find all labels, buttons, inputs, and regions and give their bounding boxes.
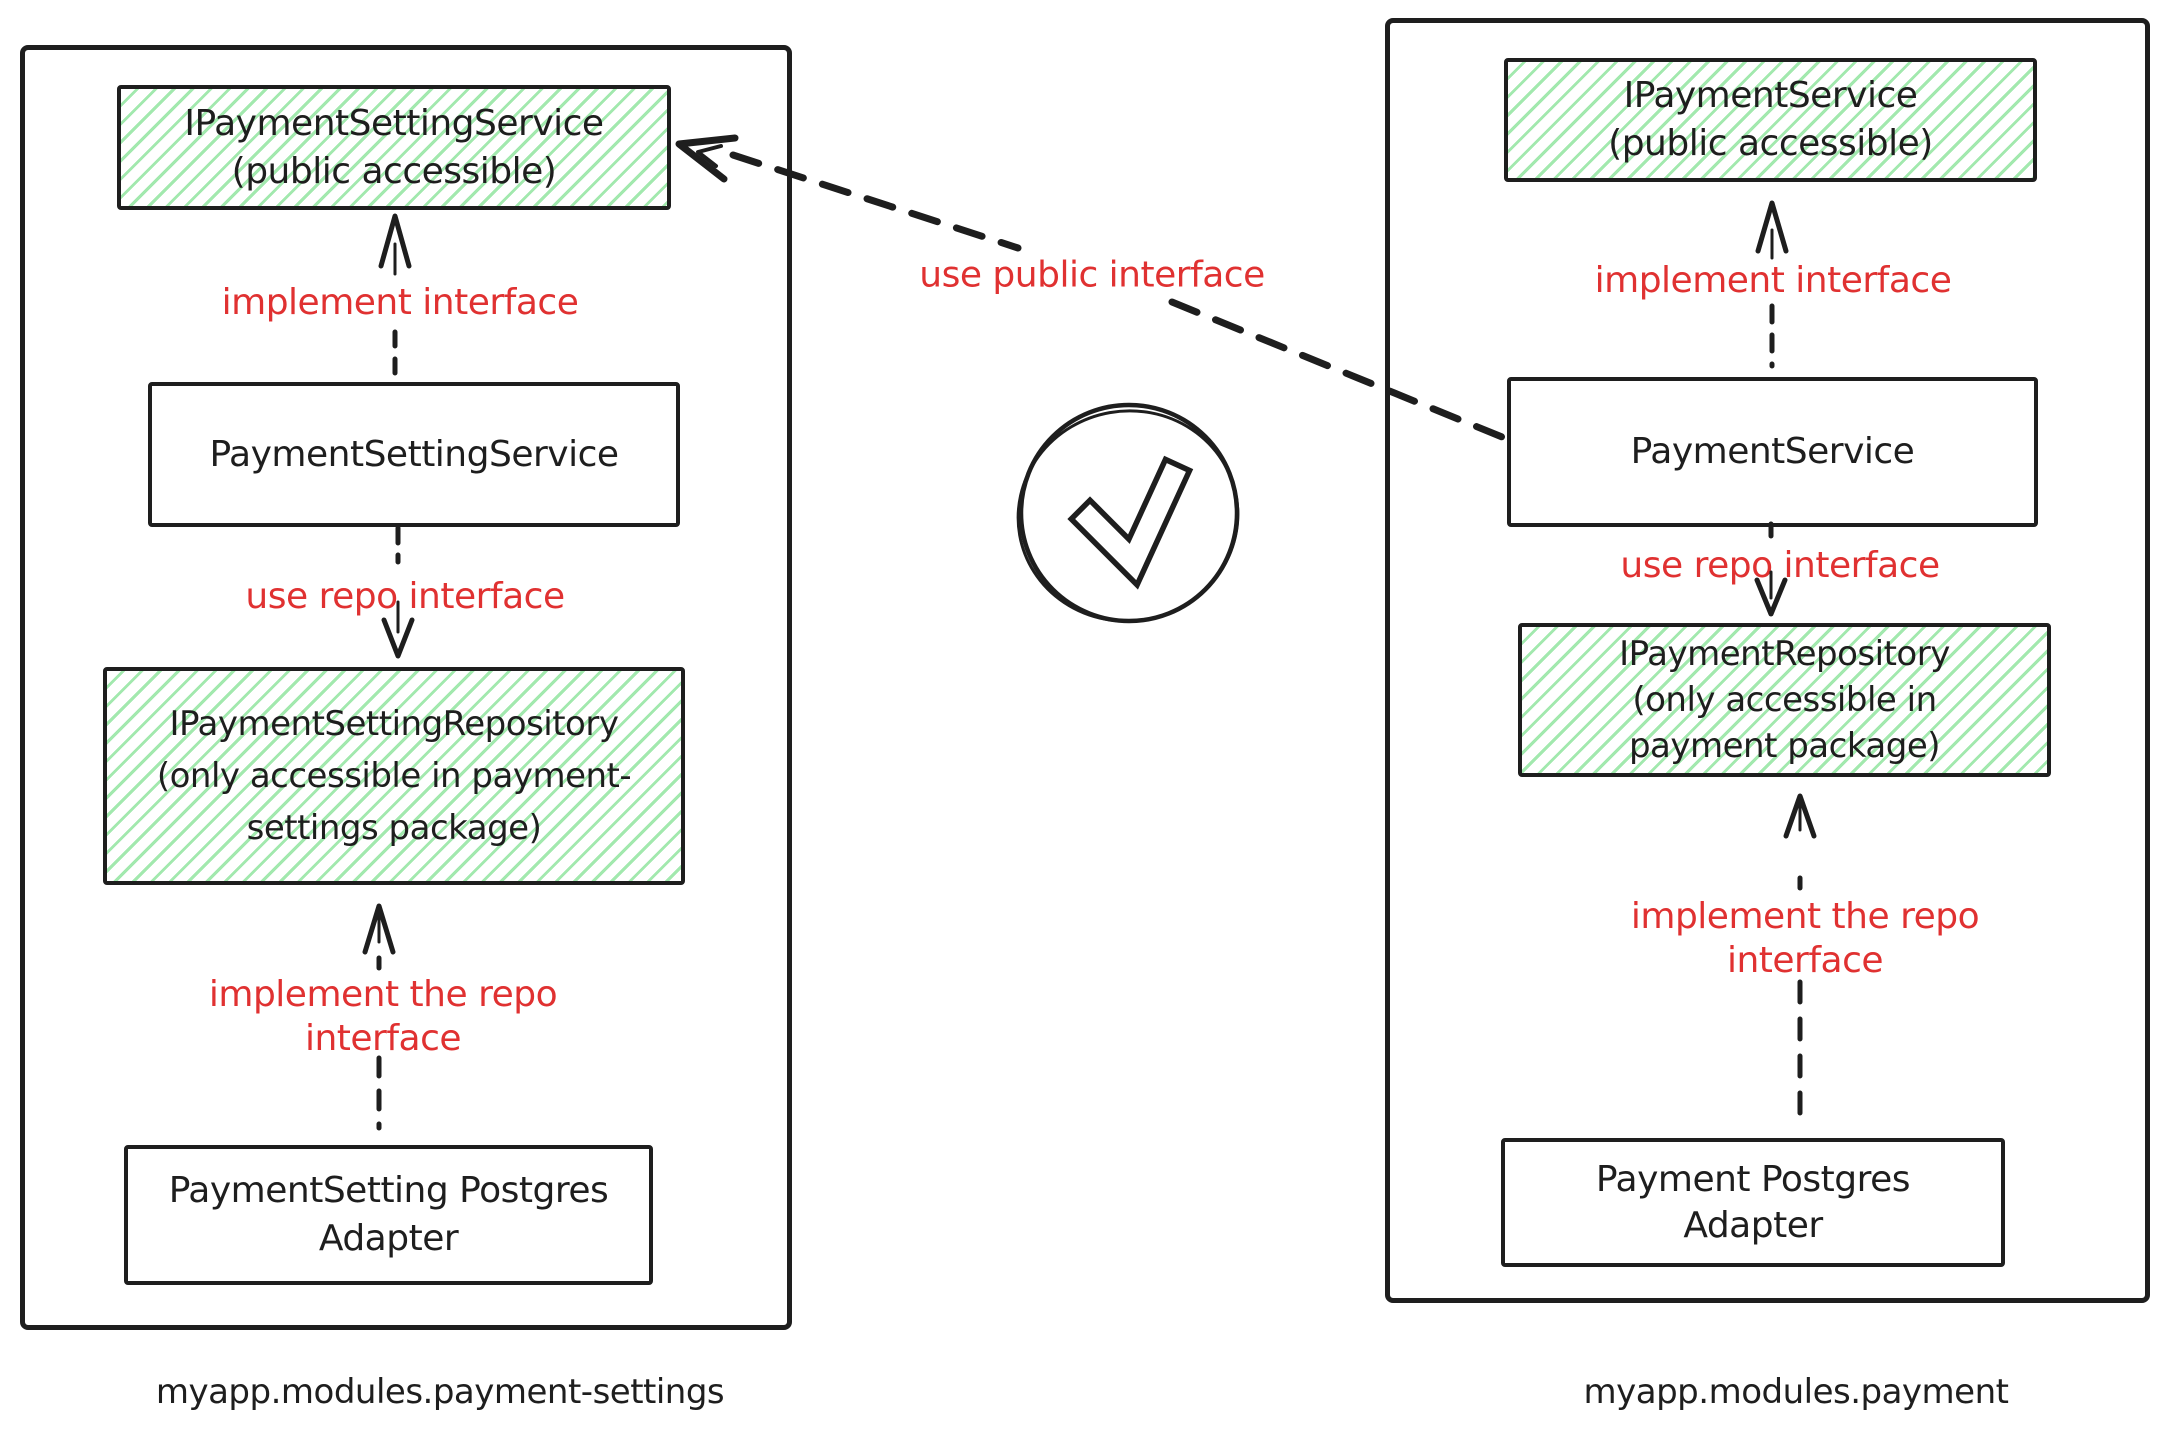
node-ipaymentservice: IPaymentService (public accessible) [1504, 58, 2037, 182]
check-circle-icon [1016, 402, 1240, 624]
edge-label-line: implement the repo [208, 974, 558, 1015]
node-subtitle: (public accessible) [231, 150, 557, 192]
package-label-payment-settings: myapp.modules.payment-settings [155, 1372, 725, 1412]
edge-label-implement-repo-interface-left: implement the repo interface [208, 973, 558, 1061]
node-paymentservice: PaymentService [1507, 377, 2038, 527]
edge-label-implement-repo-interface-right: implement the repo interface [1630, 895, 1980, 983]
node-subtitle: payment package) [1628, 726, 1941, 766]
node-title: Adapter [318, 1218, 459, 1259]
node-title: PaymentService [1630, 431, 1915, 472]
edge-label-line: interface [304, 1018, 462, 1059]
module-payment: IPaymentService (public accessible) impl… [1385, 18, 2150, 1303]
node-ipaymentrepository: IPaymentRepository (only accessible in p… [1518, 623, 2051, 777]
node-paymentsetting-postgres-adapter: PaymentSetting Postgres Adapter [124, 1145, 653, 1285]
node-title: IPaymentService [1623, 75, 1918, 116]
node-title: Payment Postgres [1595, 1158, 1911, 1200]
edge-label-line: implement the repo [1630, 896, 1980, 937]
node-title: IPaymentSettingRepository [169, 704, 619, 744]
module-payment-settings: IPaymentSettingService (public accessibl… [20, 45, 792, 1330]
edge-label-use-repo-interface-right: use repo interface [1620, 545, 1940, 586]
edge-label-line: interface [1726, 940, 1884, 981]
node-title: PaymentSettingService [209, 433, 619, 475]
node-subtitle: (only accessible in [1632, 680, 1937, 720]
edge-label-use-public-interface: use public interface [919, 254, 1265, 296]
node-title: IPaymentRepository [1619, 634, 1950, 674]
edge-label-use-repo-interface-left: use repo interface [245, 576, 565, 617]
node-subtitle: settings package) [246, 808, 542, 848]
node-ipaymentsettingservice: IPaymentSettingService (public accessibl… [117, 85, 671, 210]
node-subtitle: (public accessible) [1608, 123, 1933, 164]
edge-label-implement-interface-left: implement interface [221, 282, 579, 323]
node-payment-postgres-adapter: Payment Postgres Adapter [1501, 1138, 2005, 1267]
edge-label-implement-interface-right: implement interface [1594, 260, 1952, 301]
node-paymentsettingservice: PaymentSettingService [148, 382, 680, 527]
node-title: PaymentSetting Postgres [168, 1170, 609, 1211]
node-title: Adapter [1683, 1204, 1823, 1246]
node-subtitle: (only accessible in payment- [156, 756, 632, 796]
node-title: IPaymentSettingService [184, 102, 604, 144]
node-ipaymentsettingrepository: IPaymentSettingRepository (only accessib… [103, 667, 685, 885]
package-label-payment: myapp.modules.payment [1583, 1372, 2009, 1412]
